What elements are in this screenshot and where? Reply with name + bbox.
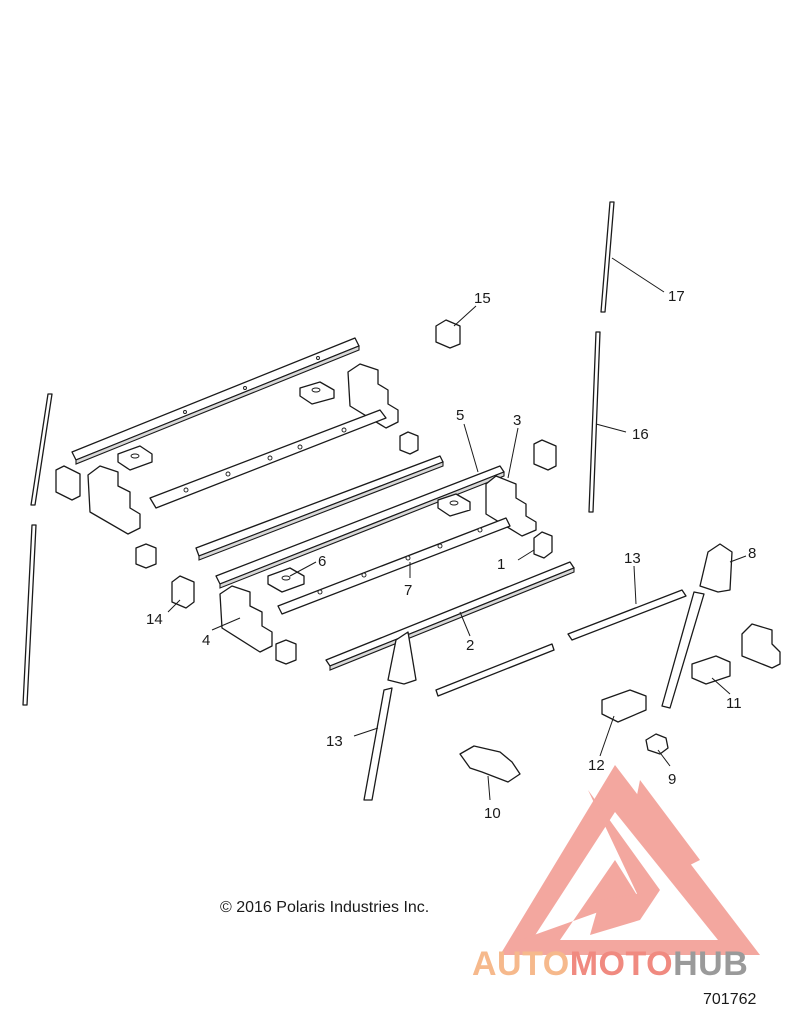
callout-15: 15: [474, 290, 491, 307]
callout-8: 8: [748, 545, 756, 562]
left-rod-upper: [30, 393, 53, 506]
callout-16: 16: [632, 426, 649, 443]
callout-11: 11: [726, 695, 742, 712]
part-9: [645, 733, 669, 755]
leader-2: [459, 611, 471, 637]
rail-hole: [183, 410, 187, 414]
callout-14: 14: [146, 611, 163, 628]
callout-4: 4: [202, 632, 210, 649]
leader-10: [487, 775, 491, 801]
copyright-notice: © 2016 Polaris Industries Inc.: [220, 899, 430, 916]
plate-hole: [225, 471, 231, 477]
callout-6: 6: [318, 553, 326, 570]
leader-4: [211, 617, 241, 631]
rail-5-edge: [219, 471, 505, 589]
callout-13-upper: 13: [624, 550, 641, 567]
plate-hole: [183, 487, 189, 493]
callout-3: 3: [513, 412, 521, 429]
leader-5: [463, 423, 479, 473]
plate-hole: [267, 455, 273, 461]
small-block-c: [275, 639, 297, 665]
pad-hole: [281, 575, 291, 581]
callout-13-lower: 13: [326, 733, 343, 750]
rail-hole: [243, 386, 247, 390]
leader-9: [657, 749, 671, 767]
left-rear-bracket: [87, 465, 141, 535]
rod-17: [600, 201, 615, 313]
callout-numbers: 1 2 3 4 5 6 7 8 9 10 11 12 13 13 14 15 1…: [146, 288, 756, 822]
middle-upper-rail-edge: [198, 461, 444, 561]
callout-5: 5: [456, 407, 464, 424]
leader-11: [711, 677, 731, 695]
part-10: [459, 745, 521, 783]
block-1: [533, 531, 553, 559]
post-13-lower: [363, 687, 393, 801]
leader-13b: [353, 727, 379, 737]
left-rod-lower: [22, 524, 37, 706]
bracket-right: [741, 623, 781, 669]
leader-8: [729, 555, 747, 563]
rail-hole: [316, 356, 320, 360]
left-rear-block: [55, 465, 81, 501]
watermark-moto: MOTO: [569, 945, 674, 983]
leader-3: [507, 427, 519, 479]
fin-left: [387, 631, 417, 685]
callout-7: 7: [404, 582, 412, 599]
plate-hole: [477, 527, 483, 533]
leader-17: [611, 257, 665, 293]
leader-lines: [167, 257, 747, 801]
part-12: [601, 689, 647, 723]
leader-6: [289, 561, 317, 577]
callout-2: 2: [466, 637, 474, 654]
plate-hole: [297, 444, 303, 450]
part-15: [435, 319, 461, 349]
leader-16: [595, 423, 627, 433]
part-8: [699, 543, 733, 593]
post-right: [661, 591, 705, 709]
diagram-ref-number: 701762: [703, 991, 757, 1008]
rod-16: [588, 331, 601, 513]
watermark-auto: AUTO: [472, 945, 570, 983]
rear-upper-rail-edge: [75, 345, 360, 465]
watermark-brand: AUTOMOTOHUB: [472, 945, 748, 984]
pad-hole: [449, 500, 459, 506]
plate-hole: [341, 427, 347, 433]
strip-lower: [435, 643, 555, 697]
rail-2-edge: [329, 567, 575, 671]
watermark-logo: [500, 765, 760, 955]
part-11: [691, 655, 731, 685]
callout-17: 17: [668, 288, 685, 305]
leader-14: [167, 599, 181, 613]
pad-hole: [130, 453, 140, 459]
callout-1: 1: [497, 556, 505, 573]
plate-7: [277, 517, 511, 615]
callout-10: 10: [484, 805, 501, 822]
callout-9: 9: [668, 771, 676, 788]
plate-hole: [437, 543, 443, 549]
leader-1: [517, 549, 535, 561]
plate-hole: [317, 589, 323, 595]
plate-hole: [405, 555, 411, 561]
leader-15: [453, 305, 477, 327]
leader-13a: [633, 565, 637, 605]
small-block-b: [135, 543, 157, 569]
pad-upper-center: [299, 381, 335, 405]
leader-12: [599, 715, 615, 757]
watermark-hub: HUB: [673, 945, 749, 983]
strip-13-upper: [567, 589, 687, 641]
callout-12: 12: [588, 757, 605, 774]
small-block-a: [399, 431, 419, 455]
pad-hole: [311, 387, 321, 393]
block-near-3: [533, 439, 557, 471]
plate-hole: [361, 572, 367, 578]
bracket-4: [219, 585, 273, 653]
block-14: [171, 575, 195, 609]
